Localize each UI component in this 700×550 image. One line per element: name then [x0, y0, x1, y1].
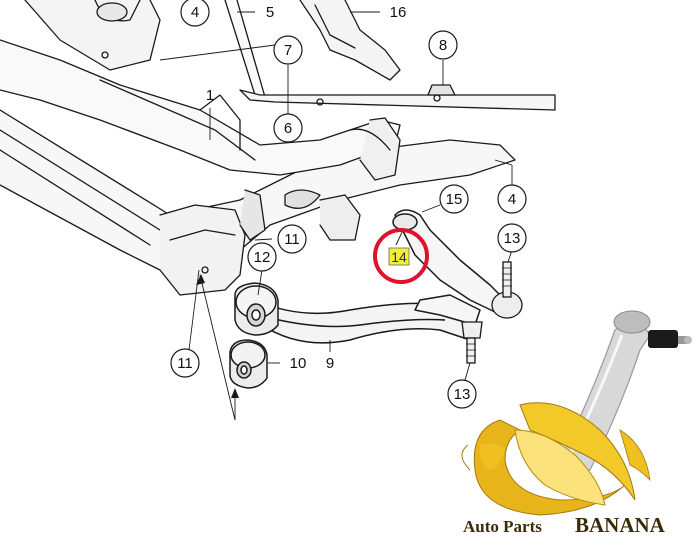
wishbone-arm-15: [392, 209, 506, 326]
callout-8-label: 8: [439, 37, 447, 54]
callout-12-label: 12: [254, 249, 271, 266]
bushing-10: [229, 339, 268, 389]
callout-13-bottom: 13: [447, 379, 477, 409]
callout-7: 7: [273, 35, 303, 65]
callout-4-top-label: 4: [191, 4, 199, 21]
ball-joint-13: [491, 261, 523, 319]
brand-prefix: Auto Parts: [463, 517, 542, 536]
callout-1: 1: [206, 87, 214, 104]
brand-main: BANANA: [575, 513, 666, 537]
callout-16-label: 16: [390, 4, 407, 21]
lower-stud-13: [461, 321, 483, 364]
callout-15-label: 15: [446, 191, 463, 208]
callout-11-lower: 11: [170, 348, 200, 378]
callout-11-upper: 11: [277, 224, 307, 254]
callout-4-right-label: 4: [508, 191, 516, 208]
callout-5-label: 5: [266, 4, 274, 21]
callout-10: 10: [290, 355, 307, 372]
arrow-marks: [196, 274, 239, 398]
callout-4-right: 4: [497, 184, 527, 214]
banana-icon: [461, 402, 651, 516]
callout-6-label: 6: [284, 120, 292, 137]
highlight-ring: [373, 228, 429, 284]
callout-16: 16: [390, 4, 407, 21]
callout-9-label: 9: [326, 355, 334, 372]
callout-10-label: 10: [290, 355, 307, 372]
callout-9: 9: [326, 355, 334, 372]
subframe-drawing: [0, 0, 556, 296]
callout-13-bottom-label: 13: [454, 386, 471, 403]
callout-11-lower-label: 11: [177, 355, 193, 372]
callout-15: 15: [439, 184, 469, 214]
callout-14-label: 14: [391, 249, 407, 265]
bushing-12: [234, 282, 279, 336]
callout-13-top: 13: [497, 223, 527, 253]
callout-5: 5: [266, 4, 274, 21]
callout-7-label: 7: [284, 42, 292, 59]
callouts: 1 5 16 9 10 4 7 8 6: [170, 0, 527, 409]
callout-8: 8: [428, 30, 458, 60]
callout-6: 6: [273, 113, 303, 143]
callout-12: 12: [247, 242, 277, 272]
callout-4-top: 4: [180, 0, 210, 27]
highlight-label-box: [388, 247, 410, 266]
brand-logo: Auto Parts BANANA: [461, 310, 692, 537]
callout-11-upper-label: 11: [284, 231, 300, 248]
callout-13-top-label: 13: [504, 230, 521, 247]
highlight-part-14: 14: [373, 228, 429, 284]
callout-1-label: 1: [206, 87, 214, 104]
